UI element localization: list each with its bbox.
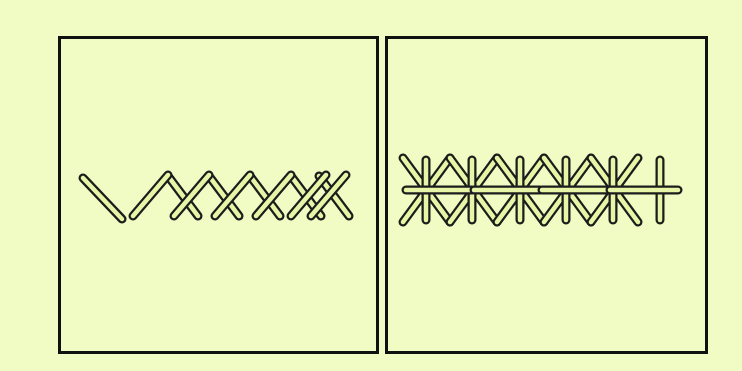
herringbone-stitch-drawing <box>61 39 382 357</box>
stitch-lead <box>83 178 122 219</box>
tied-herringbone-stitch-panel <box>385 36 708 354</box>
stitch-forward-1 <box>133 175 168 216</box>
tied-herringbone-stitch-drawing <box>388 39 711 357</box>
herringbone-stitch-panel <box>58 36 379 354</box>
